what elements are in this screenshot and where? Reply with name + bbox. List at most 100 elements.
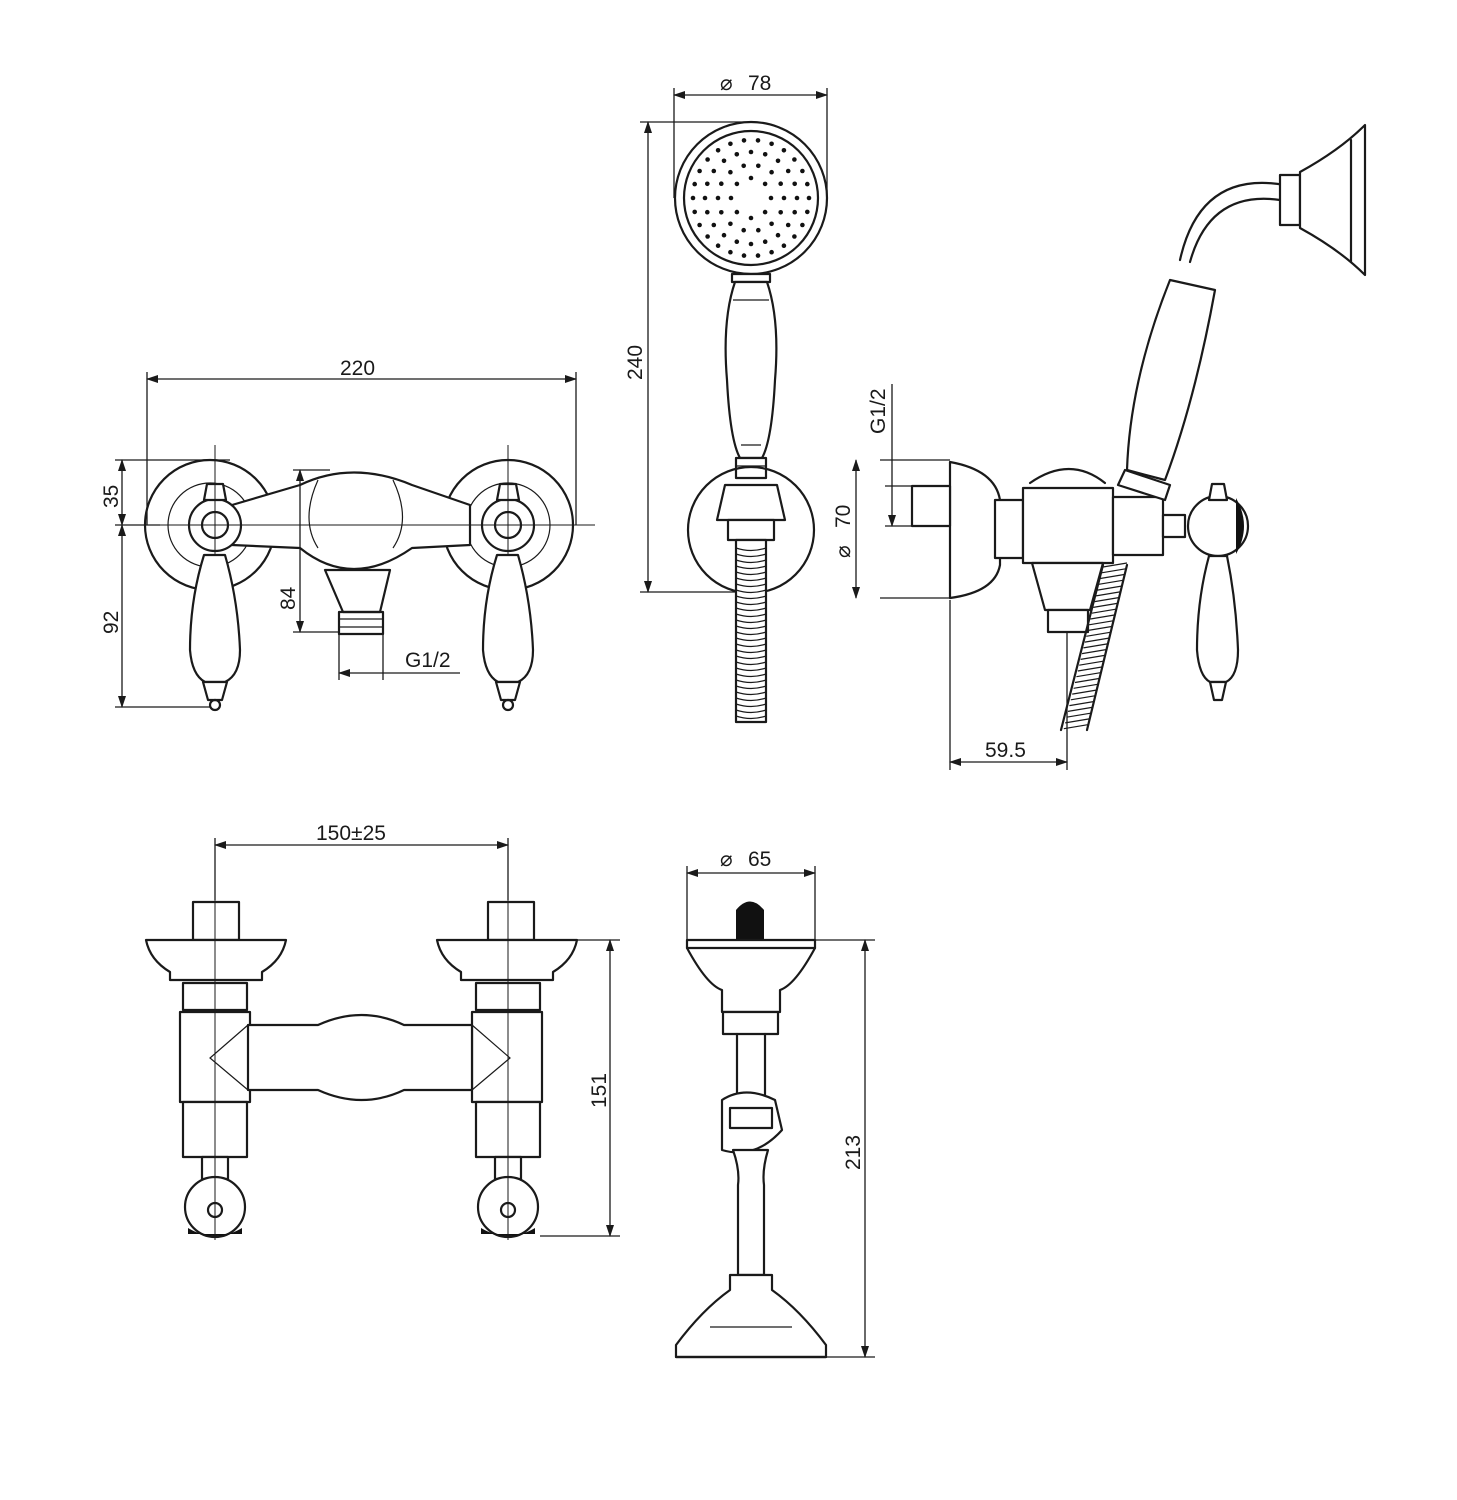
spray-hole	[734, 152, 740, 157]
spray-hole	[781, 195, 787, 201]
hose-coil	[735, 613, 767, 618]
spray-hole	[762, 152, 768, 157]
spray-hole	[748, 175, 754, 181]
hose-coil	[1072, 689, 1097, 695]
dim-holder-diameter: 65	[748, 848, 771, 871]
hose-coil	[1077, 666, 1102, 672]
hose-coil	[1094, 597, 1119, 603]
spray-hole	[775, 158, 781, 164]
spray-hole	[756, 227, 761, 233]
hose-coil	[1076, 672, 1101, 678]
hose-coil	[735, 649, 767, 654]
spray-hole	[705, 181, 710, 187]
spray-hole	[715, 148, 721, 153]
spray-hole	[762, 239, 768, 244]
dim-mixer-width: 220	[340, 357, 375, 380]
holder-side-view	[674, 866, 875, 1359]
front-dimensions	[115, 372, 577, 708]
spray-hole	[792, 209, 797, 215]
hand-shower-view	[640, 88, 829, 724]
spray-hole	[806, 195, 812, 201]
hose-coils-side	[1059, 562, 1129, 732]
hose-edge	[1059, 563, 1129, 732]
spray-hole	[728, 221, 733, 227]
dim-spout-thread: G1/2	[405, 649, 451, 672]
spray-hole	[702, 195, 708, 201]
hose-coil	[735, 589, 767, 594]
hose-coil	[1070, 695, 1095, 701]
spray-hole	[719, 181, 724, 186]
spray-hole	[794, 195, 800, 201]
spray-hole	[769, 141, 774, 147]
spray-hole	[805, 181, 810, 187]
hose-coil	[735, 667, 767, 672]
spray-hole	[785, 222, 791, 228]
spray-hole	[728, 169, 733, 175]
hose-coil	[1102, 562, 1128, 568]
spray-hole	[792, 234, 797, 239]
hose-coil	[1083, 643, 1108, 649]
hose-coil	[1073, 683, 1098, 689]
hose-coil	[1065, 718, 1090, 724]
hose-coil	[1063, 724, 1088, 730]
hose-coil	[735, 703, 767, 708]
spray-hole	[769, 169, 774, 175]
dim-handle-up: 35	[100, 485, 123, 508]
diameter-symbol-holder: ⌀	[720, 848, 733, 871]
spray-hole	[781, 243, 787, 248]
spray-hole	[762, 181, 768, 187]
hose-coil	[735, 601, 767, 606]
diameter-symbol-head: ⌀	[720, 72, 733, 95]
hose-coil	[1079, 660, 1104, 666]
spray-hole	[697, 222, 702, 228]
spray-hole	[715, 243, 721, 248]
spray-holes	[690, 138, 812, 258]
dim-handle-down: 92	[100, 611, 123, 634]
hose-coil	[1093, 602, 1118, 608]
hose-coil	[735, 673, 767, 678]
spray-hole	[769, 249, 774, 255]
hose-coil	[1067, 706, 1093, 712]
hose-coil	[1080, 654, 1105, 660]
spray-hole	[756, 163, 761, 169]
spray-hole	[741, 138, 747, 143]
spray-hole	[792, 157, 797, 162]
spray-hole	[721, 158, 727, 164]
mixer-side-view	[852, 123, 1367, 770]
hose-coil	[1095, 591, 1121, 597]
mixer-rear-view	[144, 838, 620, 1240]
spray-hole	[705, 234, 710, 239]
hose-coil	[735, 655, 767, 660]
spray-hole	[755, 138, 761, 143]
spray-hole	[692, 209, 697, 215]
hose-coil	[1097, 585, 1122, 591]
hose-coil	[735, 661, 767, 666]
hose-coil	[735, 547, 767, 552]
spray-hole	[775, 232, 781, 238]
spray-hole	[741, 163, 746, 169]
hose-coil	[735, 607, 767, 612]
spray-hole	[721, 232, 727, 238]
hose-coil	[735, 631, 767, 636]
dim-shower-length: 240	[624, 345, 647, 380]
hose-coil	[1087, 625, 1112, 632]
spray-hole	[697, 168, 702, 174]
hose-coil	[735, 679, 767, 684]
spray-hole	[748, 241, 754, 247]
spray-hole	[711, 222, 717, 228]
hose-coils	[735, 547, 767, 720]
dim-side-thread: G1/2	[867, 388, 890, 434]
hose-coil	[735, 577, 767, 582]
spray-hole	[705, 157, 710, 162]
dim-spout-drop: 84	[277, 586, 300, 610]
dim-centers: 150±25	[316, 822, 386, 845]
spray-hole	[781, 148, 787, 153]
hose-coil	[1074, 677, 1100, 684]
spray-hole	[792, 181, 797, 187]
spray-hole	[728, 141, 733, 147]
spray-hole	[734, 181, 740, 187]
hose-coil	[1100, 573, 1125, 580]
hose-coil	[735, 691, 767, 696]
hose-coil	[735, 637, 767, 642]
